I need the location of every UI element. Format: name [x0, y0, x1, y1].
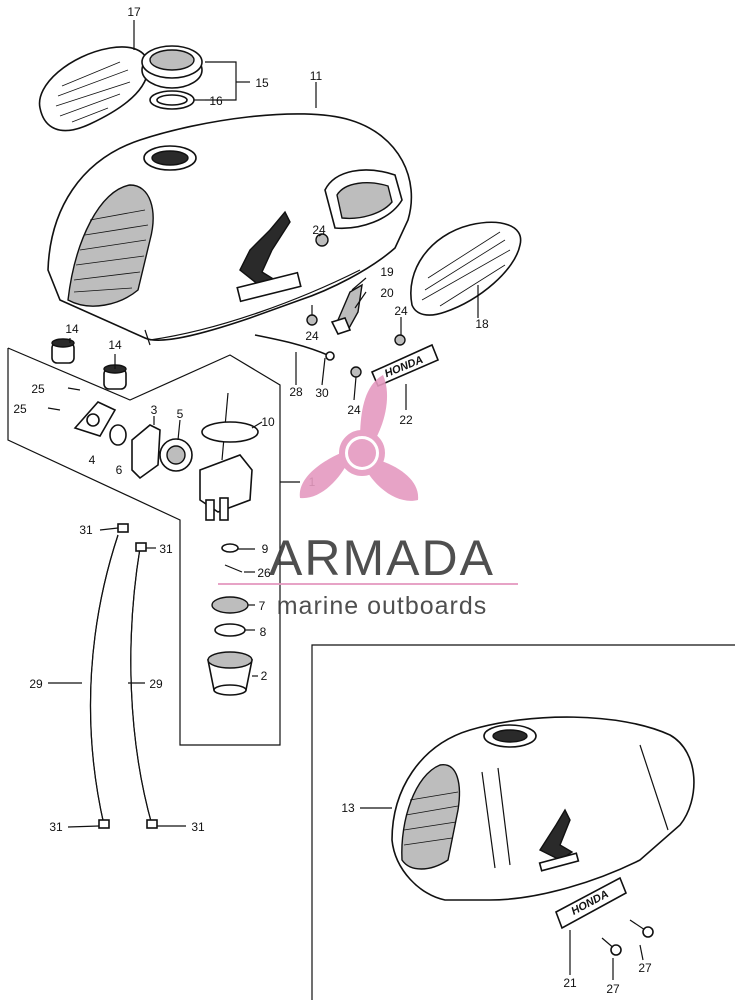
callout-22: 22 [399, 413, 413, 427]
callout-20: 20 [380, 286, 394, 300]
clip-31-c [98, 819, 110, 829]
callout-13: 13 [341, 801, 355, 815]
callout-18: 18 [475, 317, 489, 331]
callout-31-c: 31 [49, 820, 63, 834]
oring-8 [214, 623, 246, 637]
callout-25-a: 25 [31, 382, 45, 396]
fuel-valve-1 [199, 392, 259, 521]
fuel-tank-11 [47, 113, 413, 346]
cap-gasket-16 [149, 90, 195, 110]
callout-30: 30 [315, 386, 329, 400]
clip-30 [325, 351, 335, 361]
callout-6: 6 [116, 463, 123, 477]
callout-19: 19 [380, 265, 394, 279]
callout-24-b: 24 [305, 329, 319, 343]
cushion-14-a [51, 338, 75, 364]
callout-31-a: 31 [79, 523, 93, 537]
callout-7: 7 [259, 599, 266, 613]
fuel-line-29-b [130, 547, 153, 826]
watermark-tagline: marine outboards [277, 592, 488, 620]
knee-pad-18 [410, 221, 522, 316]
mount-bracket-19-20 [330, 283, 363, 335]
breather-hose-28 [254, 334, 331, 357]
callout-29-a: 29 [29, 677, 43, 691]
inset-border [311, 644, 735, 1000]
callout-8: 8 [260, 625, 267, 639]
callout-24-a: 24 [312, 223, 326, 237]
callout-14-a: 14 [65, 322, 79, 336]
oring-6 [109, 424, 127, 446]
knee-pad-17 [38, 46, 149, 132]
filter-7 [211, 596, 249, 614]
callout-27-b: 27 [606, 982, 620, 996]
propeller-logo-icon [299, 375, 419, 501]
callout-4: 4 [89, 453, 96, 467]
fuel-tank-13 [391, 716, 695, 901]
callout-17: 17 [127, 5, 141, 19]
callout-24-d: 24 [347, 403, 361, 417]
callout-10: 10 [261, 415, 275, 429]
screw-25 [47, 387, 81, 411]
callout-3: 3 [151, 403, 158, 417]
clip-31-a [117, 523, 129, 533]
callout-21: 21 [563, 976, 577, 990]
callout-14-b: 14 [108, 338, 122, 352]
fuel-cap-15 [141, 45, 203, 89]
callout-26: 26 [257, 566, 271, 580]
plate-4 [73, 401, 117, 437]
leader-lines [48, 20, 644, 980]
callout-16: 16 [209, 94, 223, 108]
callout-28: 28 [289, 385, 303, 399]
callout-11: 11 [310, 69, 323, 83]
callout-31-b: 31 [159, 542, 173, 556]
watermark-brand: ARMADA [269, 530, 495, 586]
valve-group-border [7, 347, 281, 746]
callout-29-b: 29 [149, 677, 163, 691]
fuel-line-29-a [89, 534, 119, 826]
armada-watermark: ARMADA marine outboards [218, 375, 518, 620]
screw-26 [224, 564, 243, 573]
sediment-cup-2 [207, 651, 253, 696]
washer-9 [221, 543, 239, 553]
callout-31-d: 31 [191, 820, 205, 834]
callout-9: 9 [262, 542, 269, 556]
callout-25-b: 25 [13, 402, 27, 416]
callout-27-a: 27 [638, 961, 652, 975]
callout-24-c: 24 [394, 304, 408, 318]
lever-3 [131, 424, 161, 480]
clip-31-b [135, 542, 147, 552]
callout-2: 2 [261, 669, 268, 683]
callout-15: 15 [255, 76, 269, 90]
screw-27 [601, 919, 654, 956]
clip-31-d [146, 819, 158, 829]
callout-5: 5 [177, 407, 184, 421]
callout-numbers: 17 15 16 11 24 19 20 24 24 18 14 14 25 2… [13, 5, 652, 996]
